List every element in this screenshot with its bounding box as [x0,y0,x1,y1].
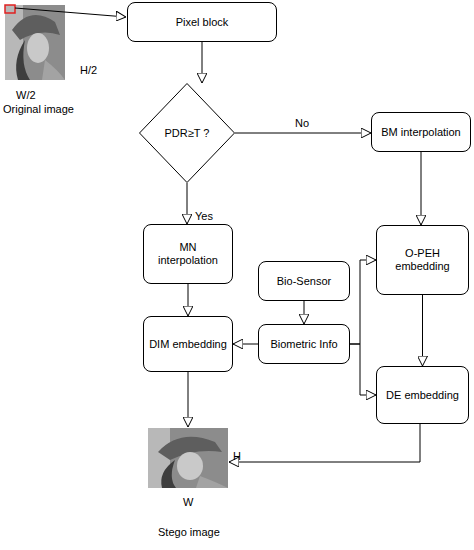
flow-arrow [304,301,305,324]
image-caption: Stego image [158,526,220,539]
sensor-box: Bio-Sensor [258,261,350,301]
image-shoulder [196,476,228,488]
image-background [148,428,228,488]
edge-label: Yes [195,210,213,223]
image-hair [161,460,176,488]
flow-arrow [422,295,423,366]
dimension-label: W/2 [16,89,36,102]
node-text: DIM embedding [145,338,231,351]
flow-arrow [421,152,422,225]
process-box: DE embedding [376,366,469,424]
image-background [5,5,65,80]
node-text: Bio-Sensor [273,275,335,288]
stego-image [148,428,228,488]
flow-arrow [235,133,371,134]
original-image [5,5,65,80]
image-shoulder [42,60,65,80]
flow-arrow [202,42,203,83]
image-face [27,33,49,63]
node-text: O-PEH embedding [377,247,468,273]
image-face [177,452,203,480]
flow-arrow [188,284,189,316]
data-box: Biometric Info [258,324,350,364]
edge-label: No [295,117,309,130]
node-text: Pixel block [172,16,233,29]
dimension-label: H [233,450,241,463]
decision-diamond: PDR≥T ? [139,83,235,183]
image-to-block-arrow [15,8,126,17]
node-text: MN interpolation [144,241,232,267]
flow-arrow [233,344,258,345]
flow-arrow [350,260,376,344]
flow-arrow [187,183,188,224]
diamond-shape [140,84,235,183]
pixel-block-marker [5,5,15,13]
image-hair [16,40,30,80]
de-to-stego-arrow [229,424,420,462]
node-text: PDR≥T ? [161,127,214,140]
node-text: DE embedding [382,389,463,402]
dimension-label: W [183,496,193,509]
flow-arrow [350,344,376,395]
node-text: BM interpolation [377,126,465,139]
process-box: BM interpolation [371,112,471,152]
process-box: Pixel block [127,2,277,42]
process-box: O-PEH embedding [376,225,469,295]
dimension-label: H/2 [80,64,97,77]
image-caption: Original image [3,103,74,116]
node-text: Biometric Info [266,338,341,351]
dim-to-stego-arrow [188,372,189,427]
process-box: DIM embedding [143,316,233,372]
process-box: MN interpolation [143,224,233,284]
